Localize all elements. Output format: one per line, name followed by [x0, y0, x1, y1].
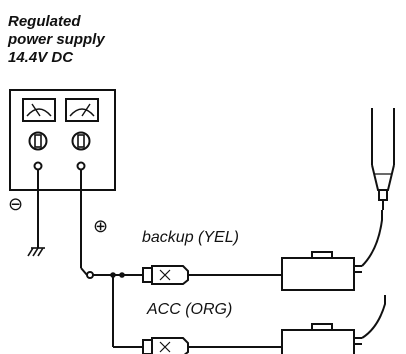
positive-symbol: ⊕ — [93, 216, 109, 237]
knob-icon — [71, 131, 91, 151]
plug-icon — [142, 265, 196, 285]
acc-connector — [281, 323, 362, 354]
positive-terminal — [76, 161, 86, 171]
psu-title-line-3: 14.4V DC — [8, 49, 74, 66]
backup-connector — [281, 251, 362, 291]
backup-wire-label: backup (YEL) — [142, 229, 239, 246]
plug-icon — [142, 337, 196, 354]
meter-needle-icon — [65, 98, 99, 122]
negative-terminal — [33, 161, 43, 171]
negative-symbol: ⊖ — [8, 194, 24, 215]
ground-icon — [27, 247, 45, 257]
meter-needle-icon — [22, 98, 56, 122]
power-supply-box — [9, 89, 116, 191]
acc-wire-label: ACC (ORG) — [147, 301, 233, 318]
junction-node — [86, 271, 94, 279]
psu-title-line-2: power supply — [8, 31, 105, 48]
knob-icon — [28, 131, 48, 151]
probe-icon — [371, 108, 395, 210]
psu-title-line-1: Regulated — [8, 13, 81, 30]
